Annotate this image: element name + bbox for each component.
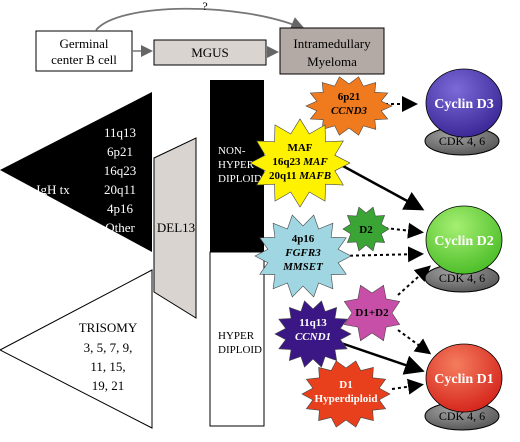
maf-line-2: 16q23 MAF [272, 156, 328, 168]
cyclin-d2-ellipse [425, 205, 503, 275]
arrow-d1hyper-to-d1 [391, 378, 424, 395]
question-mark: ? [202, 0, 207, 13]
trisomy-line-1: 3, 5, 7, 9, [84, 340, 133, 355]
fgfr3-burst [254, 214, 352, 298]
cyclin-d3-ellipse [425, 68, 503, 138]
hyperdiploid-bar [209, 251, 265, 427]
maf-line-1: MAF [287, 142, 312, 154]
igh-partner-1: 11q13 [104, 125, 136, 140]
igh-partner-5: 4p16 [107, 201, 134, 216]
cyclin-d2-label: Cyclin D2 [434, 234, 494, 249]
non-hyper-line-1: NON- [218, 145, 246, 157]
igh-partner-4: 20q11 [104, 182, 136, 197]
arrow-ccnd1-to-d1 [337, 340, 425, 375]
d2-group-label: D2 [359, 224, 373, 236]
cyclin-d1-ellipse [425, 343, 503, 413]
igh-tx-label: IgH tx [36, 182, 70, 197]
igh-partner-3: 16q23 [104, 163, 137, 178]
arrow-d2-to-d2 [384, 222, 424, 239]
hyper-line-2: DIPLOID [218, 344, 262, 356]
arrow-fgfr3-to-d2 [337, 246, 424, 263]
igh-translocation-triangle [0, 92, 152, 252]
germinal-label-2: center B cell [51, 52, 117, 67]
arrow-maf-to-d2 [331, 158, 425, 211]
myeloma-label-1: Intramedullary [293, 36, 371, 51]
d1hyper-line-2: Hyperdiploid [315, 393, 378, 405]
trisomy-triangle [0, 269, 153, 429]
fgfr3-line-2: FGFR3 [284, 247, 321, 259]
del13-label: DEL13 [157, 220, 195, 235]
cdk-label-d2: CDK 4, 6 [439, 271, 485, 285]
cyclin-d3-label: Cyclin D3 [434, 97, 494, 112]
curved-arrow-question [95, 7, 306, 31]
trisomy-line-2: 11, 15, [90, 359, 125, 374]
fgfr3-line-3: MMSET [282, 261, 324, 273]
d1-hyperdiploid-burst [301, 360, 391, 428]
hyper-line-1: HYPER [218, 330, 255, 342]
non-hyper-line-3: DIPLOID [218, 173, 262, 185]
trisomy-label: TRISOMY [79, 320, 138, 335]
non-hyperdiploid-bar [210, 80, 264, 252]
ccnd1-line-2: CCND1 [295, 331, 331, 343]
igh-partner-6: Other [105, 220, 135, 235]
arrow-d1d2-to-d2 [397, 265, 431, 296]
ccnd3-line-2: CCND3 [331, 105, 368, 117]
trisomy-line-3: 19, 21 [92, 378, 125, 393]
maf-line-3: 20q11 MAFB [269, 170, 331, 182]
maf-burst [249, 118, 351, 208]
non-hyper-line-2: HYPER [218, 159, 255, 171]
igh-partner-2: 6p21 [107, 144, 133, 159]
del13-shape [153, 137, 197, 319]
fgfr3-line-1: 4p16 [292, 233, 315, 245]
cdk-label-d1: CDK 4, 6 [439, 409, 485, 423]
d2-burst [342, 206, 390, 252]
ccnd1-11q13-burst [274, 300, 352, 368]
d1d2-label: D1+D2 [355, 307, 389, 319]
d1hyper-line-1: D1 [339, 379, 352, 391]
germinal-center-box [35, 30, 133, 72]
cyclin-d1-label: Cyclin D1 [434, 372, 494, 387]
mgus-box [153, 39, 267, 66]
mgus-label: MGUS [191, 45, 229, 60]
myeloma-box [279, 27, 385, 75]
cdk-label-d3: CDK 4, 6 [439, 134, 485, 148]
myeloma-label-2: Myeloma [307, 54, 357, 69]
ccnd3-line-1: 6p21 [338, 91, 361, 103]
germinal-label-1: Germinal [59, 36, 108, 51]
d1d2-star [343, 284, 401, 342]
arrow-d1d2-to-d1 [397, 329, 432, 355]
ccnd3-6p21-burst [305, 76, 393, 136]
ccnd1-line-1: 11q13 [299, 317, 327, 329]
